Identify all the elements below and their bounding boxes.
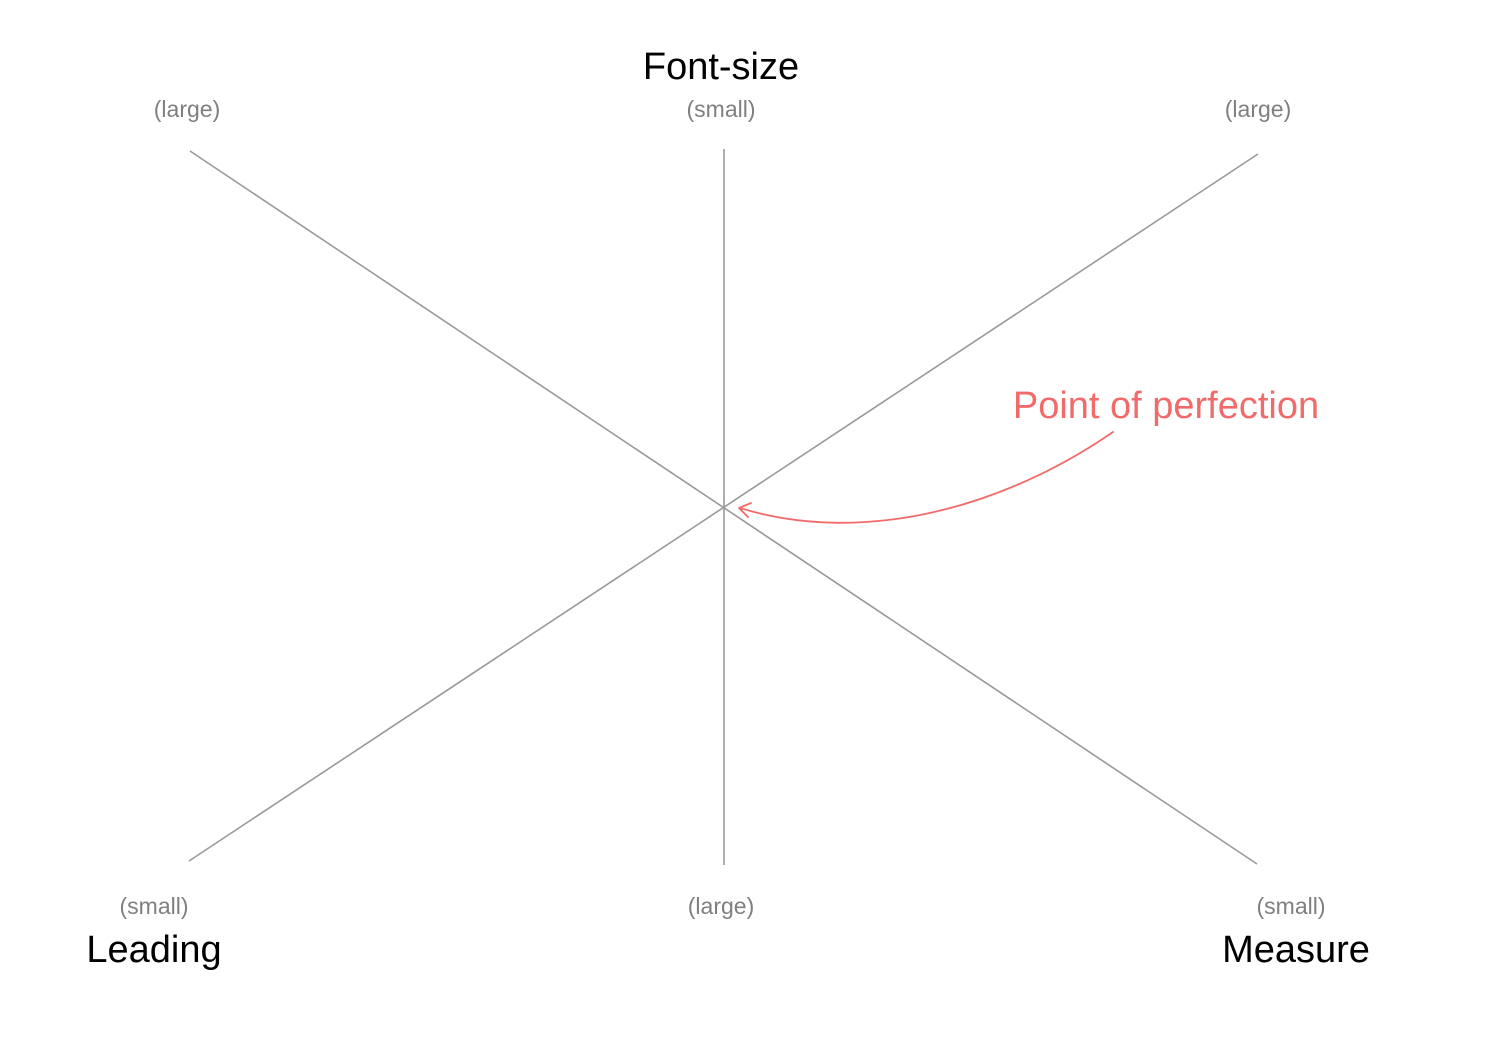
- leading-top-end-label: (large): [154, 96, 220, 122]
- leading-bottom-end-label: (small): [120, 893, 189, 919]
- measure-axis-title: Measure: [1222, 929, 1370, 971]
- arrowhead-icon: [738, 502, 752, 518]
- font-size-bottom-end-label: (large): [688, 893, 754, 919]
- point-of-perfection-arrow: [739, 431, 1114, 524]
- measure-top-end-label: (large): [1225, 96, 1291, 122]
- font-size-top-end-label: (small): [687, 96, 756, 122]
- measure-axis-line: [188, 153, 1259, 862]
- leading-axis-title: Leading: [86, 929, 221, 971]
- point-of-perfection-label: Point of perfection: [1013, 385, 1319, 427]
- measure-bottom-end-label: (small): [1257, 893, 1326, 919]
- font-size-axis-title: Font-size: [643, 46, 799, 88]
